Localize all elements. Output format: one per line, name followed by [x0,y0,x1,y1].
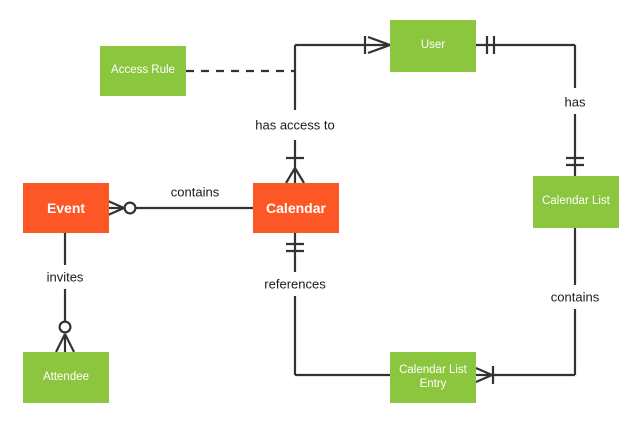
connector-event-invites-attendee [55,233,75,353]
entity-calendar-list-entry[interactable]: Calendar List Entry [390,352,476,403]
entity-event[interactable]: Event [23,183,109,233]
edge-label-contains-list-entry: contains [547,290,603,304]
connector-user-has-calendar-list [476,36,584,176]
entity-label-calendar-list-entry: Calendar List Entry [399,363,467,390]
edge-label-invites: invites [43,270,87,284]
entity-calendar[interactable]: Calendar [253,183,339,233]
entity-calendar-list[interactable]: Calendar List [533,176,619,228]
entity-label-access-rule: Access Rule [111,64,175,77]
entity-attendee[interactable]: Attendee [23,352,109,403]
connector-calendar-list-contains-entry [475,228,577,384]
edge-label-has-access-to: has access to [252,118,338,132]
entity-access-rule[interactable]: Access Rule [100,46,186,96]
edge-label-references: references [261,277,329,291]
edge-label-has: has [561,95,589,109]
entity-label-event: Event [46,199,86,216]
edge-label-contains-event-calendar: contains [167,185,223,199]
connector-event-contains-calendar [107,199,253,217]
connector-user-has-access-to-calendar [285,35,391,184]
entity-label-user: User [420,39,446,52]
entity-label-calendar-list: Calendar List [542,195,610,208]
entity-label-attendee: Attendee [42,370,90,383]
entity-user[interactable]: User [390,20,476,72]
entity-label-calendar: Calendar [266,199,326,216]
connector-calendar-references-entry [286,233,390,377]
